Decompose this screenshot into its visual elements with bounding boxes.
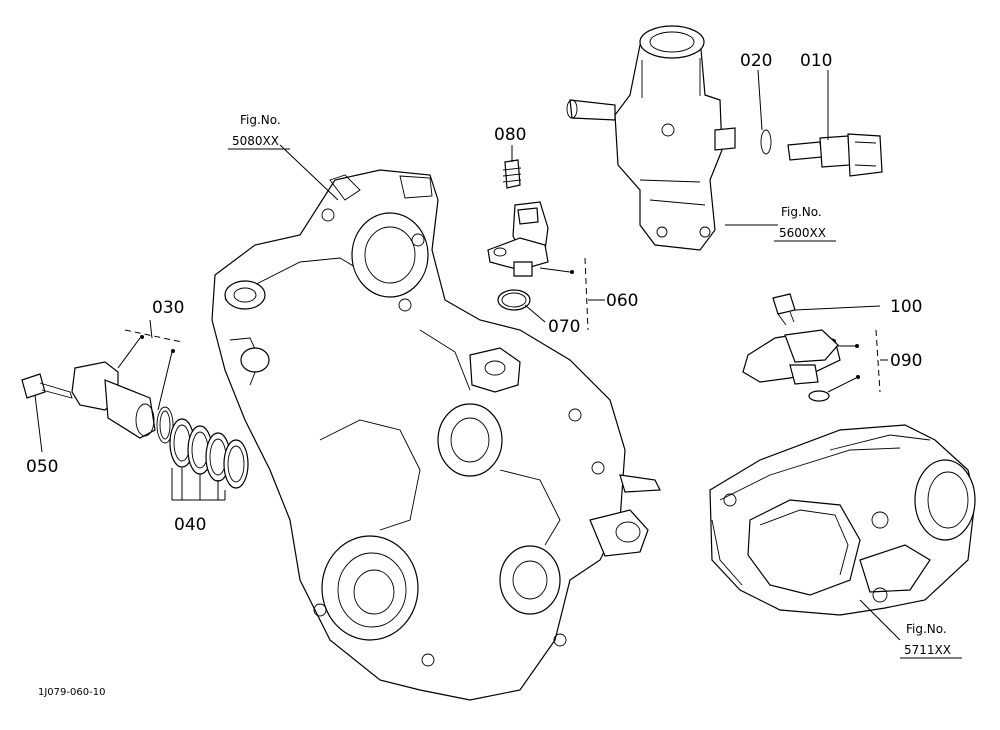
egr-valve-drawing [709,424,976,616]
svg-text:5080XX: 5080XX [232,134,279,148]
callout-080: 080 [494,125,526,145]
svg-text:Fig.No.: Fig.No. [240,113,281,127]
callout-050: 050 [26,457,58,477]
callout-020: 020 [740,51,772,71]
actuator-030-drawing [21,361,249,489]
sensor-060-drawing [487,159,549,311]
callout-030: 030 [152,298,184,318]
fig-ref-5080xx: Fig.No. 5080XX [228,113,290,150]
callout-060: 060 [606,291,638,311]
sensor-090-drawing [742,293,841,402]
callout-040: 040 [174,515,206,535]
fig-ref-5600xx: Fig.No. 5600XX [774,205,836,242]
svg-text:5711XX: 5711XX [904,643,951,657]
svg-text:5600XX: 5600XX [779,226,826,240]
callout-090: 090 [890,351,922,371]
drawing-code: 1J079-060-10 [38,687,105,698]
callout-070: 070 [548,317,580,337]
leader-lines [34,69,901,641]
svg-text:Fig.No.: Fig.No. [781,205,822,219]
svg-text:Fig.No.: Fig.No. [906,622,947,636]
thermostat-housing-drawing [566,25,883,251]
callout-010: 010 [800,51,832,71]
gear-case-drawing [211,169,661,701]
fig-ref-5711xx: Fig.No. 5711XX [900,622,962,659]
callout-100: 100 [890,297,922,317]
